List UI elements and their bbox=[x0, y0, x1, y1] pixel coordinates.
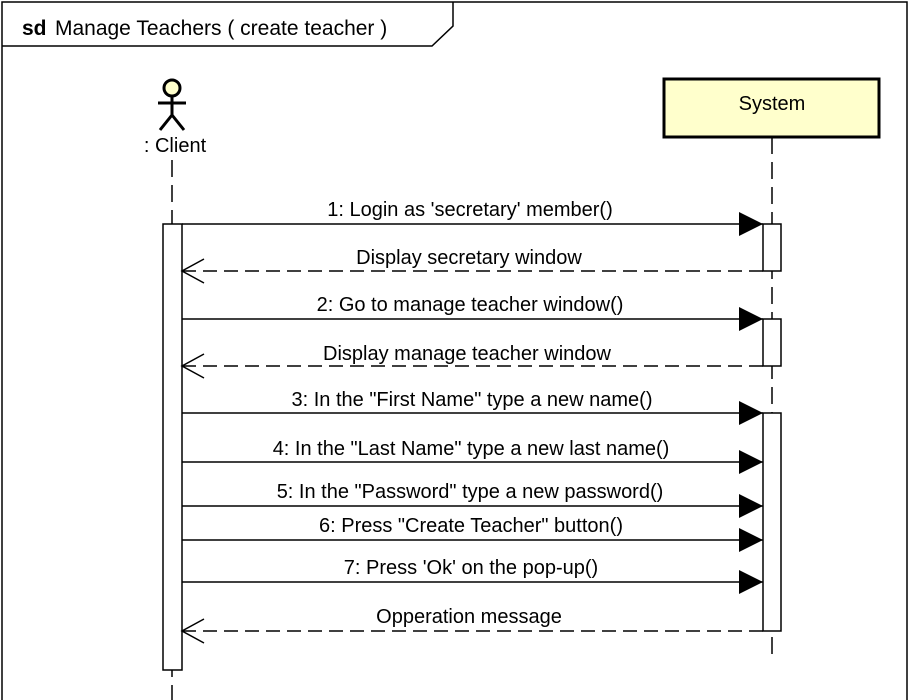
actor-right-leg bbox=[170, 114, 186, 131]
arrowhead-open bbox=[180, 258, 205, 284]
message-label: 5: In the "Password" type a new password… bbox=[277, 481, 664, 503]
actor-head bbox=[162, 78, 182, 98]
system-activation-bar-2 bbox=[762, 318, 782, 367]
message-label: 1: Login as 'secretary' member() bbox=[327, 199, 613, 221]
message-call: 5: In the "Password" type a new password… bbox=[182, 481, 763, 518]
message-call: 6: Press "Create Teacher" button() bbox=[182, 515, 763, 552]
message-call: 1: Login as 'secretary' member() bbox=[182, 199, 763, 236]
actor-left-leg bbox=[158, 114, 174, 131]
arrowhead-filled bbox=[739, 212, 763, 236]
arrowhead-filled bbox=[739, 528, 763, 552]
message-label: 7: Press 'Ok' on the pop-up() bbox=[344, 557, 598, 579]
frame-keyword: sd bbox=[22, 17, 47, 40]
message-return: Display secretary window bbox=[180, 247, 763, 284]
message-call: 7: Press 'Ok' on the pop-up() bbox=[182, 557, 763, 594]
client-activation-bar bbox=[162, 223, 183, 671]
message-call: 3: In the "First Name" type a new name() bbox=[182, 389, 763, 425]
messages: 1: Login as 'secretary' member() Display… bbox=[180, 199, 763, 644]
message-return: Display manage teacher window bbox=[180, 343, 763, 379]
message-label: Opperation message bbox=[376, 606, 562, 628]
message-label: Display secretary window bbox=[356, 247, 582, 269]
message-return: Opperation message bbox=[180, 606, 763, 644]
frame-title-text: Manage Teachers ( create teacher ) bbox=[55, 17, 387, 40]
arrowhead-open bbox=[180, 353, 205, 379]
actor-client: : Client bbox=[144, 78, 207, 157]
system-activation-bar-1 bbox=[762, 223, 782, 272]
arrowhead-filled bbox=[739, 570, 763, 594]
message-label: 2: Go to manage teacher window() bbox=[317, 294, 624, 316]
arrowhead-filled bbox=[739, 450, 763, 474]
frame-title-tab bbox=[2, 2, 454, 47]
message-label: Display manage teacher window bbox=[323, 343, 611, 365]
arrowhead-filled bbox=[739, 307, 763, 331]
system-lifeline-head: System bbox=[662, 77, 881, 139]
message-label: 6: Press "Create Teacher" button() bbox=[319, 515, 623, 537]
actor-label: : Client bbox=[144, 135, 207, 157]
system-box bbox=[662, 77, 881, 139]
arrowhead-filled bbox=[739, 401, 763, 425]
message-call: 2: Go to manage teacher window() bbox=[182, 294, 763, 331]
message-call: 4: In the "Last Name" type a new last na… bbox=[182, 438, 763, 474]
system-label: System bbox=[739, 93, 806, 115]
message-label: 3: In the "First Name" type a new name() bbox=[291, 389, 652, 411]
message-label: 4: In the "Last Name" type a new last na… bbox=[273, 438, 670, 460]
frame-title: sd Manage Teachers ( create teacher ) bbox=[22, 17, 387, 40]
arrowhead-open bbox=[180, 618, 205, 644]
system-activation-bar-3 bbox=[762, 412, 782, 632]
arrowhead-filled bbox=[739, 494, 763, 518]
